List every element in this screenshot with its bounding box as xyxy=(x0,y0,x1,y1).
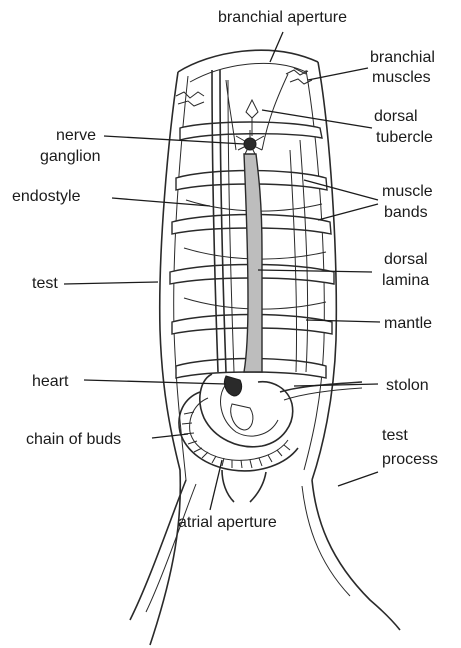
dorsal-lamina xyxy=(244,154,262,372)
label-test: test xyxy=(32,275,58,292)
label-nerve-ganglion-line2: ganglion xyxy=(40,148,101,165)
heart-shape xyxy=(224,376,241,396)
label-heart: heart xyxy=(32,373,69,390)
leader-endostyle xyxy=(112,198,210,206)
label-nerve-ganglion-line1: nerve xyxy=(56,127,96,144)
label-dorsal-tubercle-line1: dorsal xyxy=(374,108,418,125)
leader-muscle-bands-1 xyxy=(304,180,378,200)
muscle-band-1 xyxy=(180,122,322,140)
label-branchial-aperture: branchial aperture xyxy=(218,9,347,26)
leader-nerve-ganglion xyxy=(104,136,244,144)
label-muscle-bands-line2: bands xyxy=(384,204,428,221)
label-dorsal-lamina-line1: dorsal xyxy=(384,251,428,268)
label-endostyle: endostyle xyxy=(12,188,81,205)
atrial-aperture-right xyxy=(250,472,266,502)
leader-atrial-aperture xyxy=(210,460,222,510)
leader-muscle-bands-2 xyxy=(318,204,378,220)
peripharyngeal-band-left xyxy=(226,80,236,150)
leader-test xyxy=(64,282,158,284)
chain-of-buds xyxy=(179,392,298,471)
label-branchial-muscles-line1: branchial xyxy=(370,49,435,66)
label-dorsal-lamina-line2: lamina xyxy=(382,272,429,289)
stomach xyxy=(231,404,253,430)
label-mantle: mantle xyxy=(384,315,432,332)
test-lower-left-inner xyxy=(146,484,196,612)
label-chain-of-buds: chain of buds xyxy=(26,431,121,448)
label-muscle-bands-line1: muscle xyxy=(382,183,433,200)
label-test-process-line2: process xyxy=(382,451,438,468)
leader-branchial-aperture xyxy=(270,32,283,62)
right-branchial-muscles xyxy=(286,68,312,84)
test-process-right-inner xyxy=(302,486,350,596)
label-stolon: stolon xyxy=(386,377,429,394)
leader-test-process xyxy=(338,472,378,486)
left-branchial-muscles xyxy=(176,92,204,106)
label-atrial-aperture: atrial aperture xyxy=(178,514,277,531)
label-branchial-muscles-line2: muscles xyxy=(372,69,431,86)
test-process-right xyxy=(312,480,400,630)
label-test-process-line1: test xyxy=(382,427,408,444)
test-lower-left xyxy=(130,480,186,620)
leader-branchial-muscles xyxy=(308,68,368,80)
stolon-line-2 xyxy=(284,388,362,400)
label-dorsal-tubercle-line2: tubercle xyxy=(376,129,433,146)
atrial-aperture-left xyxy=(222,470,234,502)
